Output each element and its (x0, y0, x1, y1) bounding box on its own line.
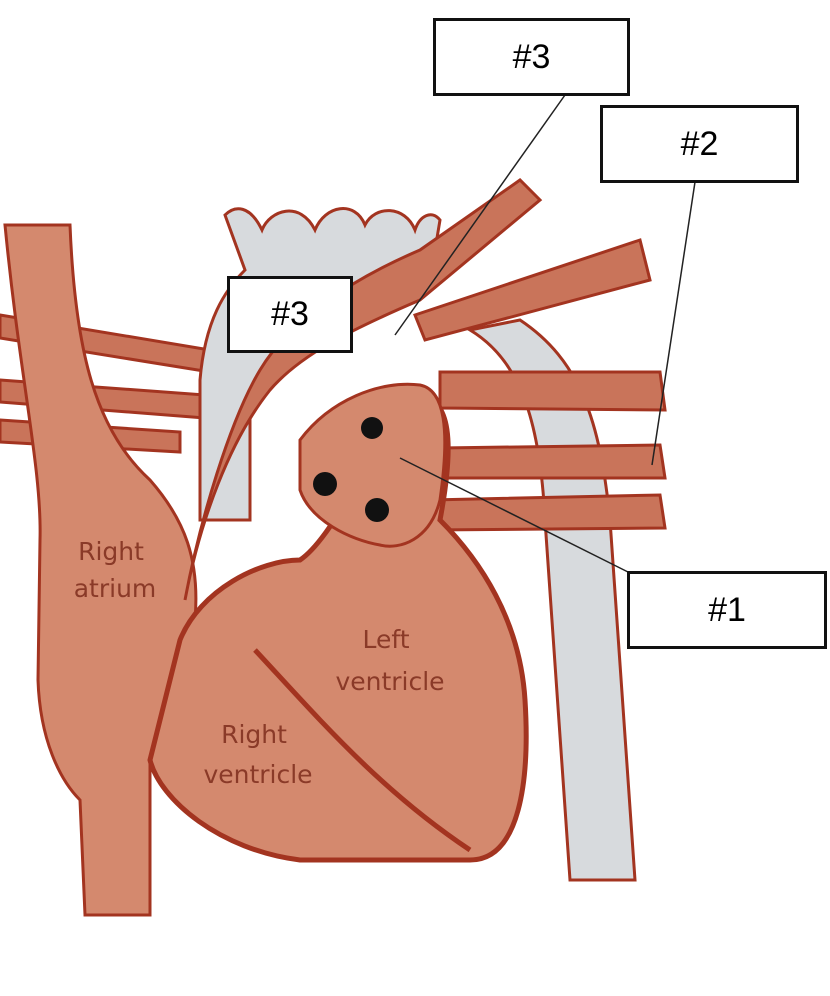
vena-cava (3, 223, 198, 917)
label-left-ventricle: Left ventricle (335, 625, 444, 696)
right-pulmonary-veins (428, 370, 667, 532)
label-right-ventricle: Right ventricle (203, 720, 312, 789)
pulmonary-vein-opening (313, 472, 337, 496)
septum (253, 648, 472, 853)
callout-top: #3 (433, 18, 630, 96)
left-atrium (298, 382, 447, 548)
callout-left: #3 (227, 276, 353, 353)
leader-lines (394, 94, 696, 574)
pulmonary-trunk (183, 178, 543, 601)
pulmonary-vein-opening (365, 498, 389, 522)
pulmonary-branch (413, 238, 652, 342)
label-right-atrium: Right atrium (74, 537, 157, 603)
callout-upper-right: #2 (600, 105, 799, 183)
callout-lower-right: #1 (627, 571, 827, 649)
pulmonary-vein-opening (361, 417, 383, 439)
